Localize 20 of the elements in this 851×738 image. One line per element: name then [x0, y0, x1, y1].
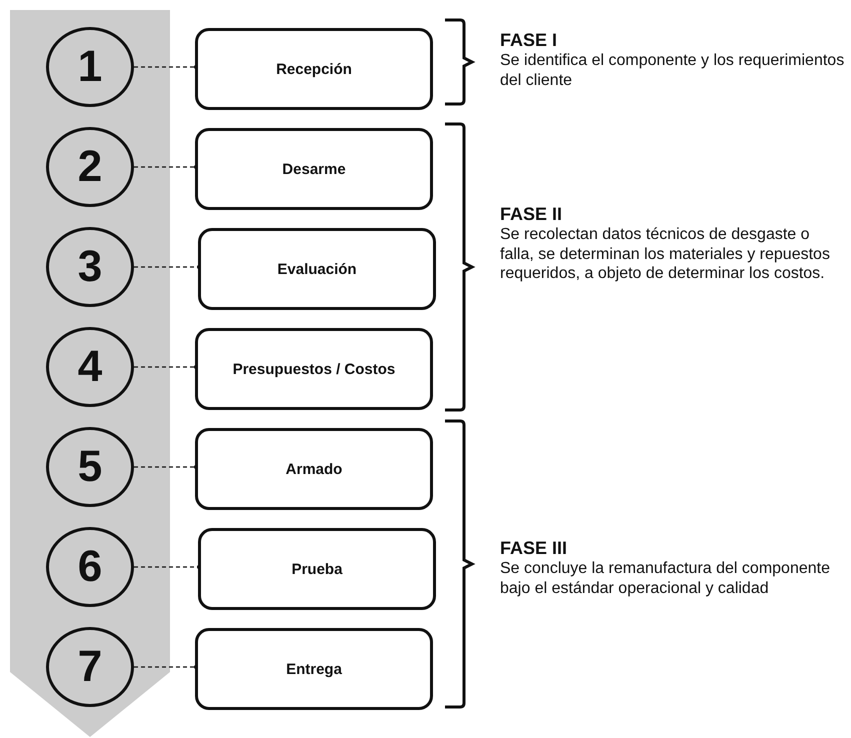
process-step-box: Entrega: [195, 628, 433, 710]
step-number-circle: 6: [46, 527, 134, 607]
process-step-box: Recepción: [195, 28, 433, 110]
phase-heading: FASE I: [500, 30, 558, 51]
step-number-circle: 4: [46, 327, 134, 407]
process-step-box: Desarme: [195, 128, 433, 210]
step-number-circle: 3: [46, 227, 134, 307]
phase-description: Se identifica el componente y los requerimientos del cliente: [500, 51, 845, 90]
phase-description: Se recolectan datos técnicos de desgaste o falla, se determinan los materiales y repuestos requeridos, a objeto de determinar los costos.: [500, 225, 831, 284]
phase-heading: FASE II: [500, 204, 562, 225]
process-step-box: Presupuestos / Costos: [195, 328, 433, 410]
process-step-box: Armado: [195, 428, 433, 510]
process-step-box: Prueba: [198, 528, 436, 610]
step-number-circle: 7: [46, 627, 134, 707]
phase-heading: FASE III: [500, 538, 568, 559]
step-number-circle: 5: [46, 427, 134, 507]
step-number-circle: 1: [46, 27, 134, 107]
step-number-circle: 2: [46, 127, 134, 207]
process-step-box: Evaluación: [198, 228, 436, 310]
phase-description: Se concluye la remanufactura del componente bajo el estándar operacional y calidad: [500, 559, 831, 598]
